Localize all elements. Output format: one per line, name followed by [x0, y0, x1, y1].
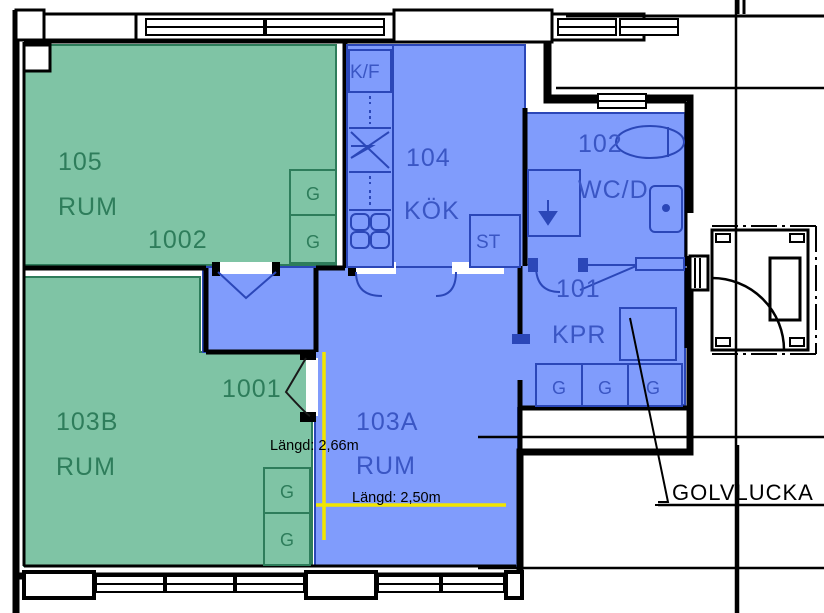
storage-st-box — [469, 214, 521, 268]
door-101b-leaf — [579, 265, 637, 291]
room-101-name: KPR — [552, 321, 606, 349]
window-102 — [597, 93, 647, 109]
green-zone-fills — [23, 44, 337, 567]
door-1002-leaf — [217, 271, 277, 300]
wardrobe-103b-1 — [263, 467, 311, 514]
door-104-leaf — [355, 271, 383, 297]
window-top-104a — [557, 18, 617, 36]
room-102-number: 102 — [578, 130, 623, 158]
room-103b-number: 103B — [56, 408, 118, 436]
window-bottom-103b-c — [235, 575, 305, 593]
wardrobe-105-1-label: G — [306, 184, 320, 204]
window-symbols — [95, 18, 679, 593]
door-102-opening — [532, 258, 588, 270]
sink-bowl-right — [370, 213, 390, 231]
measurement-lines — [316, 352, 506, 540]
room-text-labels: 105 RUM 1002 103B RUM 1001 104 KÖK 102 W… — [56, 62, 814, 550]
corner-notch-105 — [22, 43, 52, 73]
door-1002-number: 1002 — [148, 226, 208, 254]
door-103a-opening — [516, 338, 530, 380]
wardrobe-101-2-label: G — [598, 378, 612, 398]
wardrobe-105-1 — [289, 169, 337, 216]
wardrobe-103b-1-label: G — [280, 482, 294, 502]
wardrobe-101-3-label: G — [646, 378, 660, 398]
window-bottom-103b-b — [165, 575, 235, 593]
room-103a-name: RUM — [356, 452, 416, 480]
measure-label-vertical: Längd: 2,66m — [270, 438, 359, 454]
wc-fixtures — [527, 125, 685, 237]
golvlucka-label: GOLVLUCKA — [672, 480, 814, 505]
window-bottom-103a-a — [377, 575, 441, 593]
window-top-104b — [619, 18, 679, 36]
door-1002-opening — [215, 262, 277, 274]
room-105-name: RUM — [58, 193, 118, 221]
room-105-fill — [23, 44, 337, 266]
door-1001-number: 1001 — [222, 375, 282, 403]
shower-area — [527, 169, 581, 237]
window-top-105b — [265, 18, 385, 36]
bottom-wall-blocks — [22, 570, 524, 600]
wardrobe-103b-2-label: G — [280, 530, 294, 550]
wardrobe-103b-2 — [263, 512, 311, 566]
door-1001-leaf — [284, 357, 311, 417]
room-102-name: WC/D — [578, 176, 649, 204]
golvlucka-leader — [629, 317, 670, 503]
sink-bowl-left — [350, 213, 370, 231]
interior-partitions — [24, 42, 690, 570]
stair-landing-rect — [768, 256, 802, 322]
storage-st-label: ST — [476, 232, 501, 253]
context-grid-lines — [478, 0, 824, 613]
room-105-number: 105 — [58, 148, 103, 176]
entrance-block — [710, 225, 817, 355]
wardrobe-101-3 — [627, 363, 683, 407]
floor-drain-arrow — [538, 200, 558, 226]
window-bottom-103b-a — [95, 575, 165, 593]
window-bottom-103a-b — [441, 575, 505, 593]
washbasin — [649, 185, 683, 233]
wardrobe-boxes — [263, 169, 683, 566]
callout-leaders — [629, 317, 816, 506]
stove-symbol — [350, 131, 390, 169]
golvlucka-hatch-square — [619, 307, 677, 361]
room-104-number: 104 — [406, 144, 451, 172]
wardrobe-105-2-label: G — [306, 232, 320, 252]
window-top-105a — [145, 18, 265, 36]
wardrobe-101-1 — [535, 363, 583, 407]
wardrobe-105-2 — [289, 214, 337, 264]
blue-zone-fills — [202, 44, 686, 567]
kitchen-fixtures — [346, 44, 521, 268]
measure-label-horizontal: Längd: 2,50m — [352, 490, 441, 506]
fridge-freezer-label: K/F — [350, 62, 380, 83]
room-101-number: 101 — [556, 275, 601, 303]
entrance-door-arc — [711, 276, 786, 351]
wardrobe-101-1-label: G — [552, 378, 566, 398]
toilet-bowl — [615, 125, 685, 159]
door-1001-opening — [306, 358, 318, 416]
room-103a-number: 103A — [356, 408, 418, 436]
room-103b-name: RUM — [56, 453, 116, 481]
room-104-name: KÖK — [404, 197, 460, 225]
door-101-leaf — [435, 271, 457, 297]
